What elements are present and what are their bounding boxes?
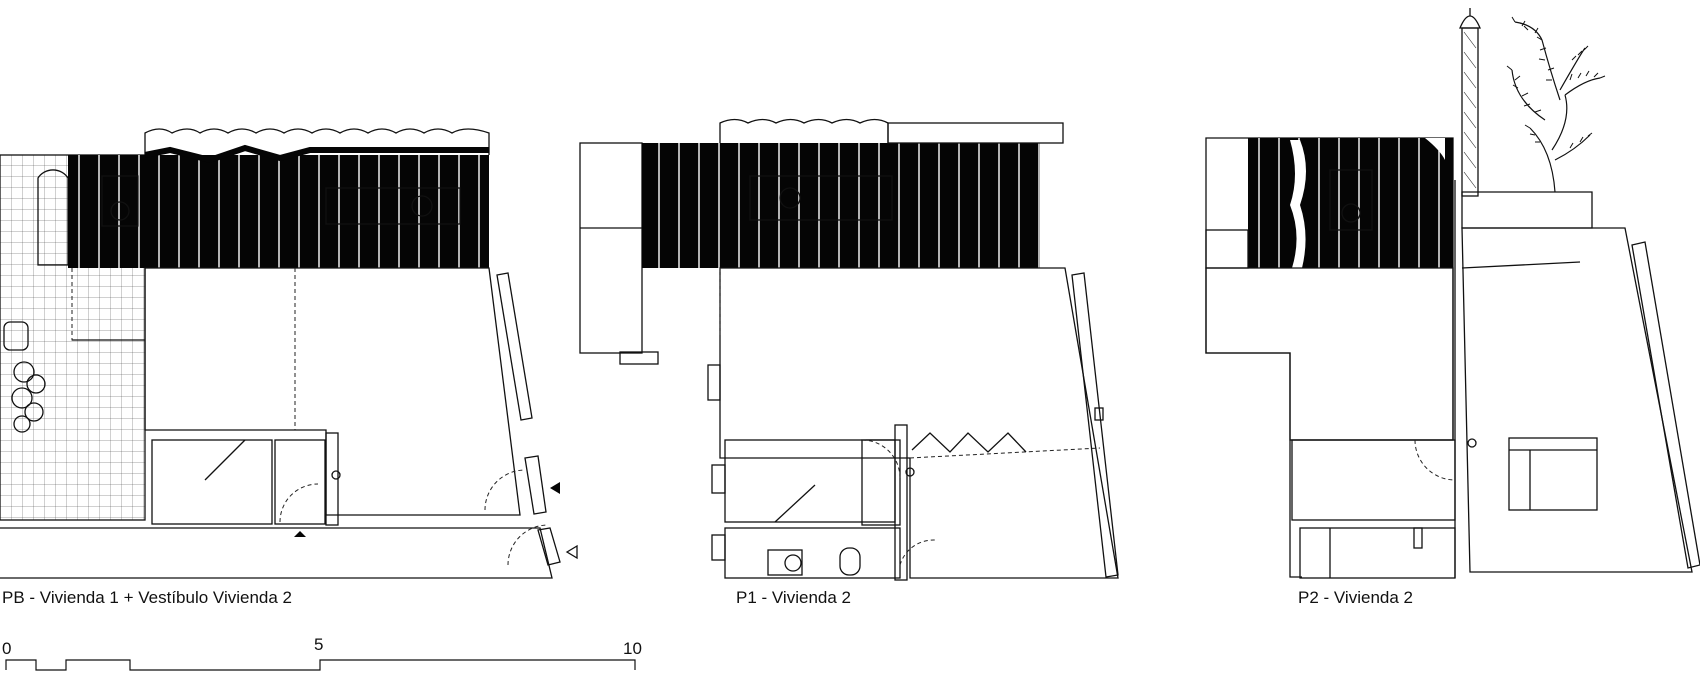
plant-icon	[11, 361, 46, 433]
plan-pb: PB - Vivienda 1 + Vestíbulo Vivienda 2	[0, 128, 578, 607]
p1-side-room	[579, 142, 643, 354]
p2-staircase	[1291, 439, 1456, 521]
p2-right-terrace	[1461, 227, 1693, 573]
plan-label-p1: P1 - Vivienda 2	[736, 588, 851, 607]
pb-arched-niche	[37, 169, 69, 266]
pb-staircase	[151, 439, 273, 525]
plan-p2: P2 - Vivienda 2	[1205, 8, 1700, 607]
scale-bar: 0 5 10	[2, 635, 642, 671]
section-marker-icon	[294, 531, 306, 537]
scale-tick-10: 10	[623, 639, 642, 658]
entrance-arrow-icon	[550, 482, 560, 494]
chimney-icon	[1459, 8, 1481, 197]
pb-vestibule	[0, 527, 553, 579]
p1-living-room	[719, 267, 1119, 579]
p1-skylight	[749, 175, 893, 221]
pb-skylight-long	[325, 187, 461, 225]
p2-skylight	[1329, 169, 1373, 231]
p1-staircase	[724, 439, 896, 523]
scale-tick-5: 5	[314, 635, 323, 654]
p1-bathroom	[724, 527, 901, 579]
toilet-icon	[3, 321, 29, 351]
entrance-arrow-outline-icon	[565, 544, 578, 560]
pb-skylight-small	[101, 175, 139, 227]
p2-skylight-opening	[1508, 437, 1598, 511]
tree-icon	[1506, 16, 1606, 193]
pb-roof-tiles-edge	[144, 128, 490, 155]
plan-p1: P1 - Vivienda 2	[579, 118, 1119, 607]
p1-roof-tiles-edge	[719, 118, 889, 143]
plan-label-p2: P2 - Vivienda 2	[1298, 588, 1413, 607]
washbasin-icon	[839, 547, 861, 576]
scale-tick-0: 0	[2, 639, 11, 658]
bathtub-icon	[767, 549, 803, 576]
plan-label-pb: PB - Vivienda 1 + Vestíbulo Vivienda 2	[2, 588, 292, 607]
